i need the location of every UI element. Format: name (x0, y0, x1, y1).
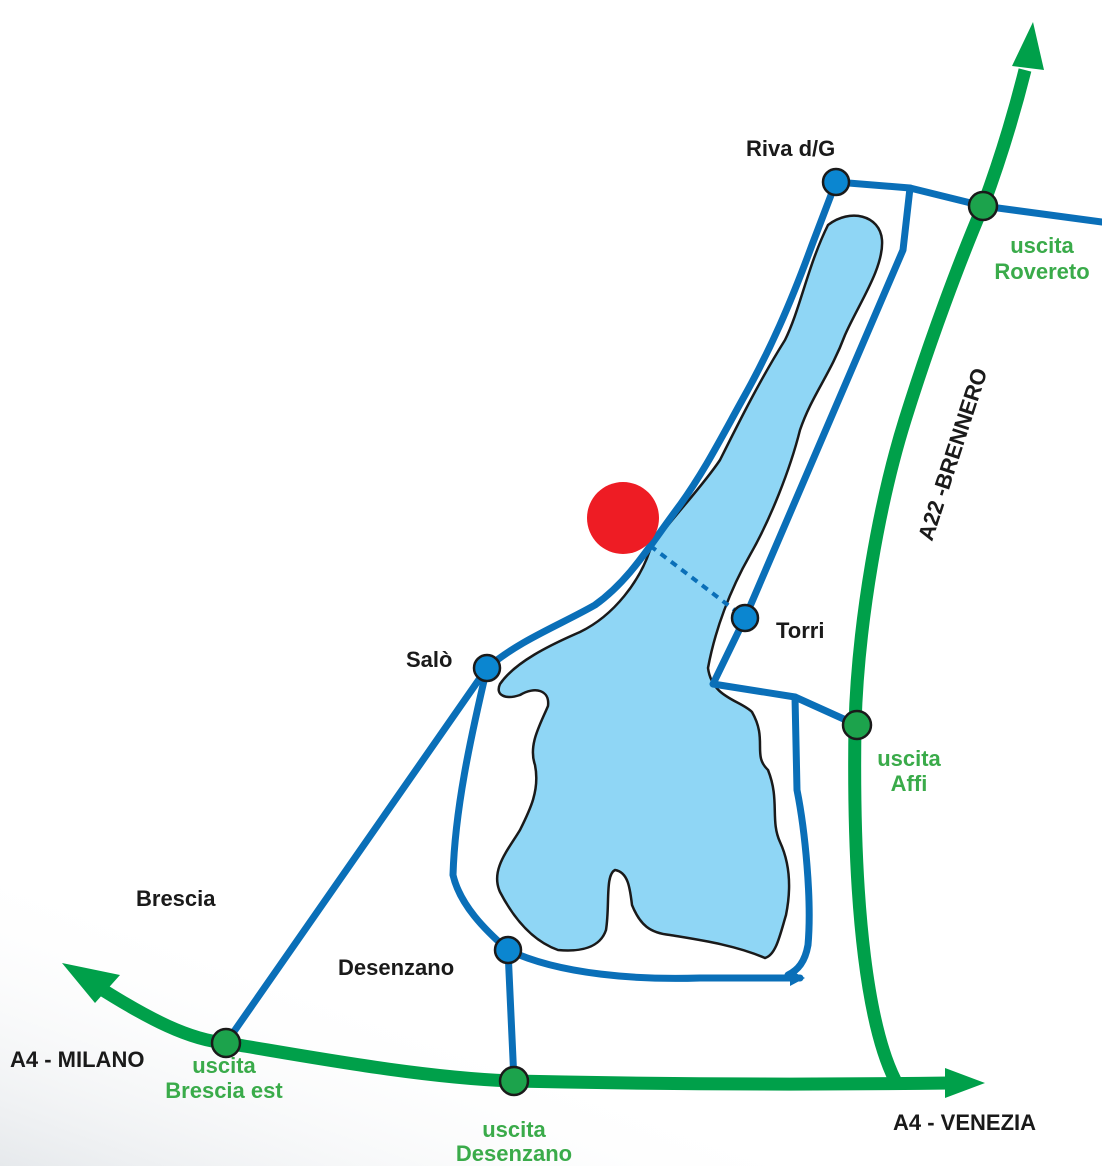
ferry-line (638, 536, 747, 620)
a22-north-arrow (1012, 22, 1044, 70)
label-salo: Salò (406, 647, 452, 672)
label-exit-desenzano-1: uscita (482, 1117, 546, 1142)
road-east-south (784, 693, 813, 979)
lake-garda (495, 214, 884, 960)
road-east-shore (709, 184, 914, 729)
motorway-a4 (91, 979, 951, 1091)
road-south-arrow (790, 970, 805, 986)
road-riva-east (832, 178, 1102, 226)
label-torri: Torri (776, 618, 824, 643)
a4-west-arrow (62, 963, 120, 1003)
exit-node-desenzano[interactable] (498, 1065, 530, 1097)
label-exit-desenzano-2: Desenzano (456, 1141, 572, 1166)
road-west-shore (483, 178, 840, 672)
road-salo-brescia (222, 664, 491, 1047)
label-exit-brescia-est-2: Brescia est (165, 1078, 283, 1103)
label-desenzano: Desenzano (338, 955, 454, 980)
label-riva: Riva d/G (746, 136, 835, 161)
road-south-shore (504, 946, 804, 982)
label-a4-venezia: A4 - VENEZIA (893, 1110, 1036, 1135)
label-exit-affi-2: Affi (891, 771, 928, 796)
node-riva[interactable] (821, 167, 851, 197)
town-nodes (472, 167, 851, 965)
label-brescia: Brescia (136, 886, 216, 911)
node-desenzano[interactable] (493, 935, 523, 965)
location-marker[interactable] (587, 482, 659, 554)
label-exit-affi-1: uscita (877, 746, 941, 771)
label-a4-milano: A4 - MILANO (10, 1047, 144, 1072)
exit-node-brescia-est[interactable] (210, 1027, 242, 1059)
exit-node-rovereto[interactable] (967, 190, 999, 222)
label-exit-rovereto-1: uscita (1010, 233, 1074, 258)
node-torri[interactable] (730, 603, 760, 633)
road-desenzano-exit (504, 946, 518, 1085)
road-salo-desenzano (449, 664, 512, 954)
a4-east-arrow (945, 1068, 985, 1098)
exit-node-affi[interactable] (841, 709, 873, 741)
label-exit-brescia-est-1: uscita (192, 1053, 256, 1078)
label-exit-rovereto-2: Rovereto (994, 259, 1089, 284)
node-salo[interactable] (472, 653, 502, 683)
roads (222, 178, 1102, 1085)
exit-nodes (210, 190, 999, 1097)
